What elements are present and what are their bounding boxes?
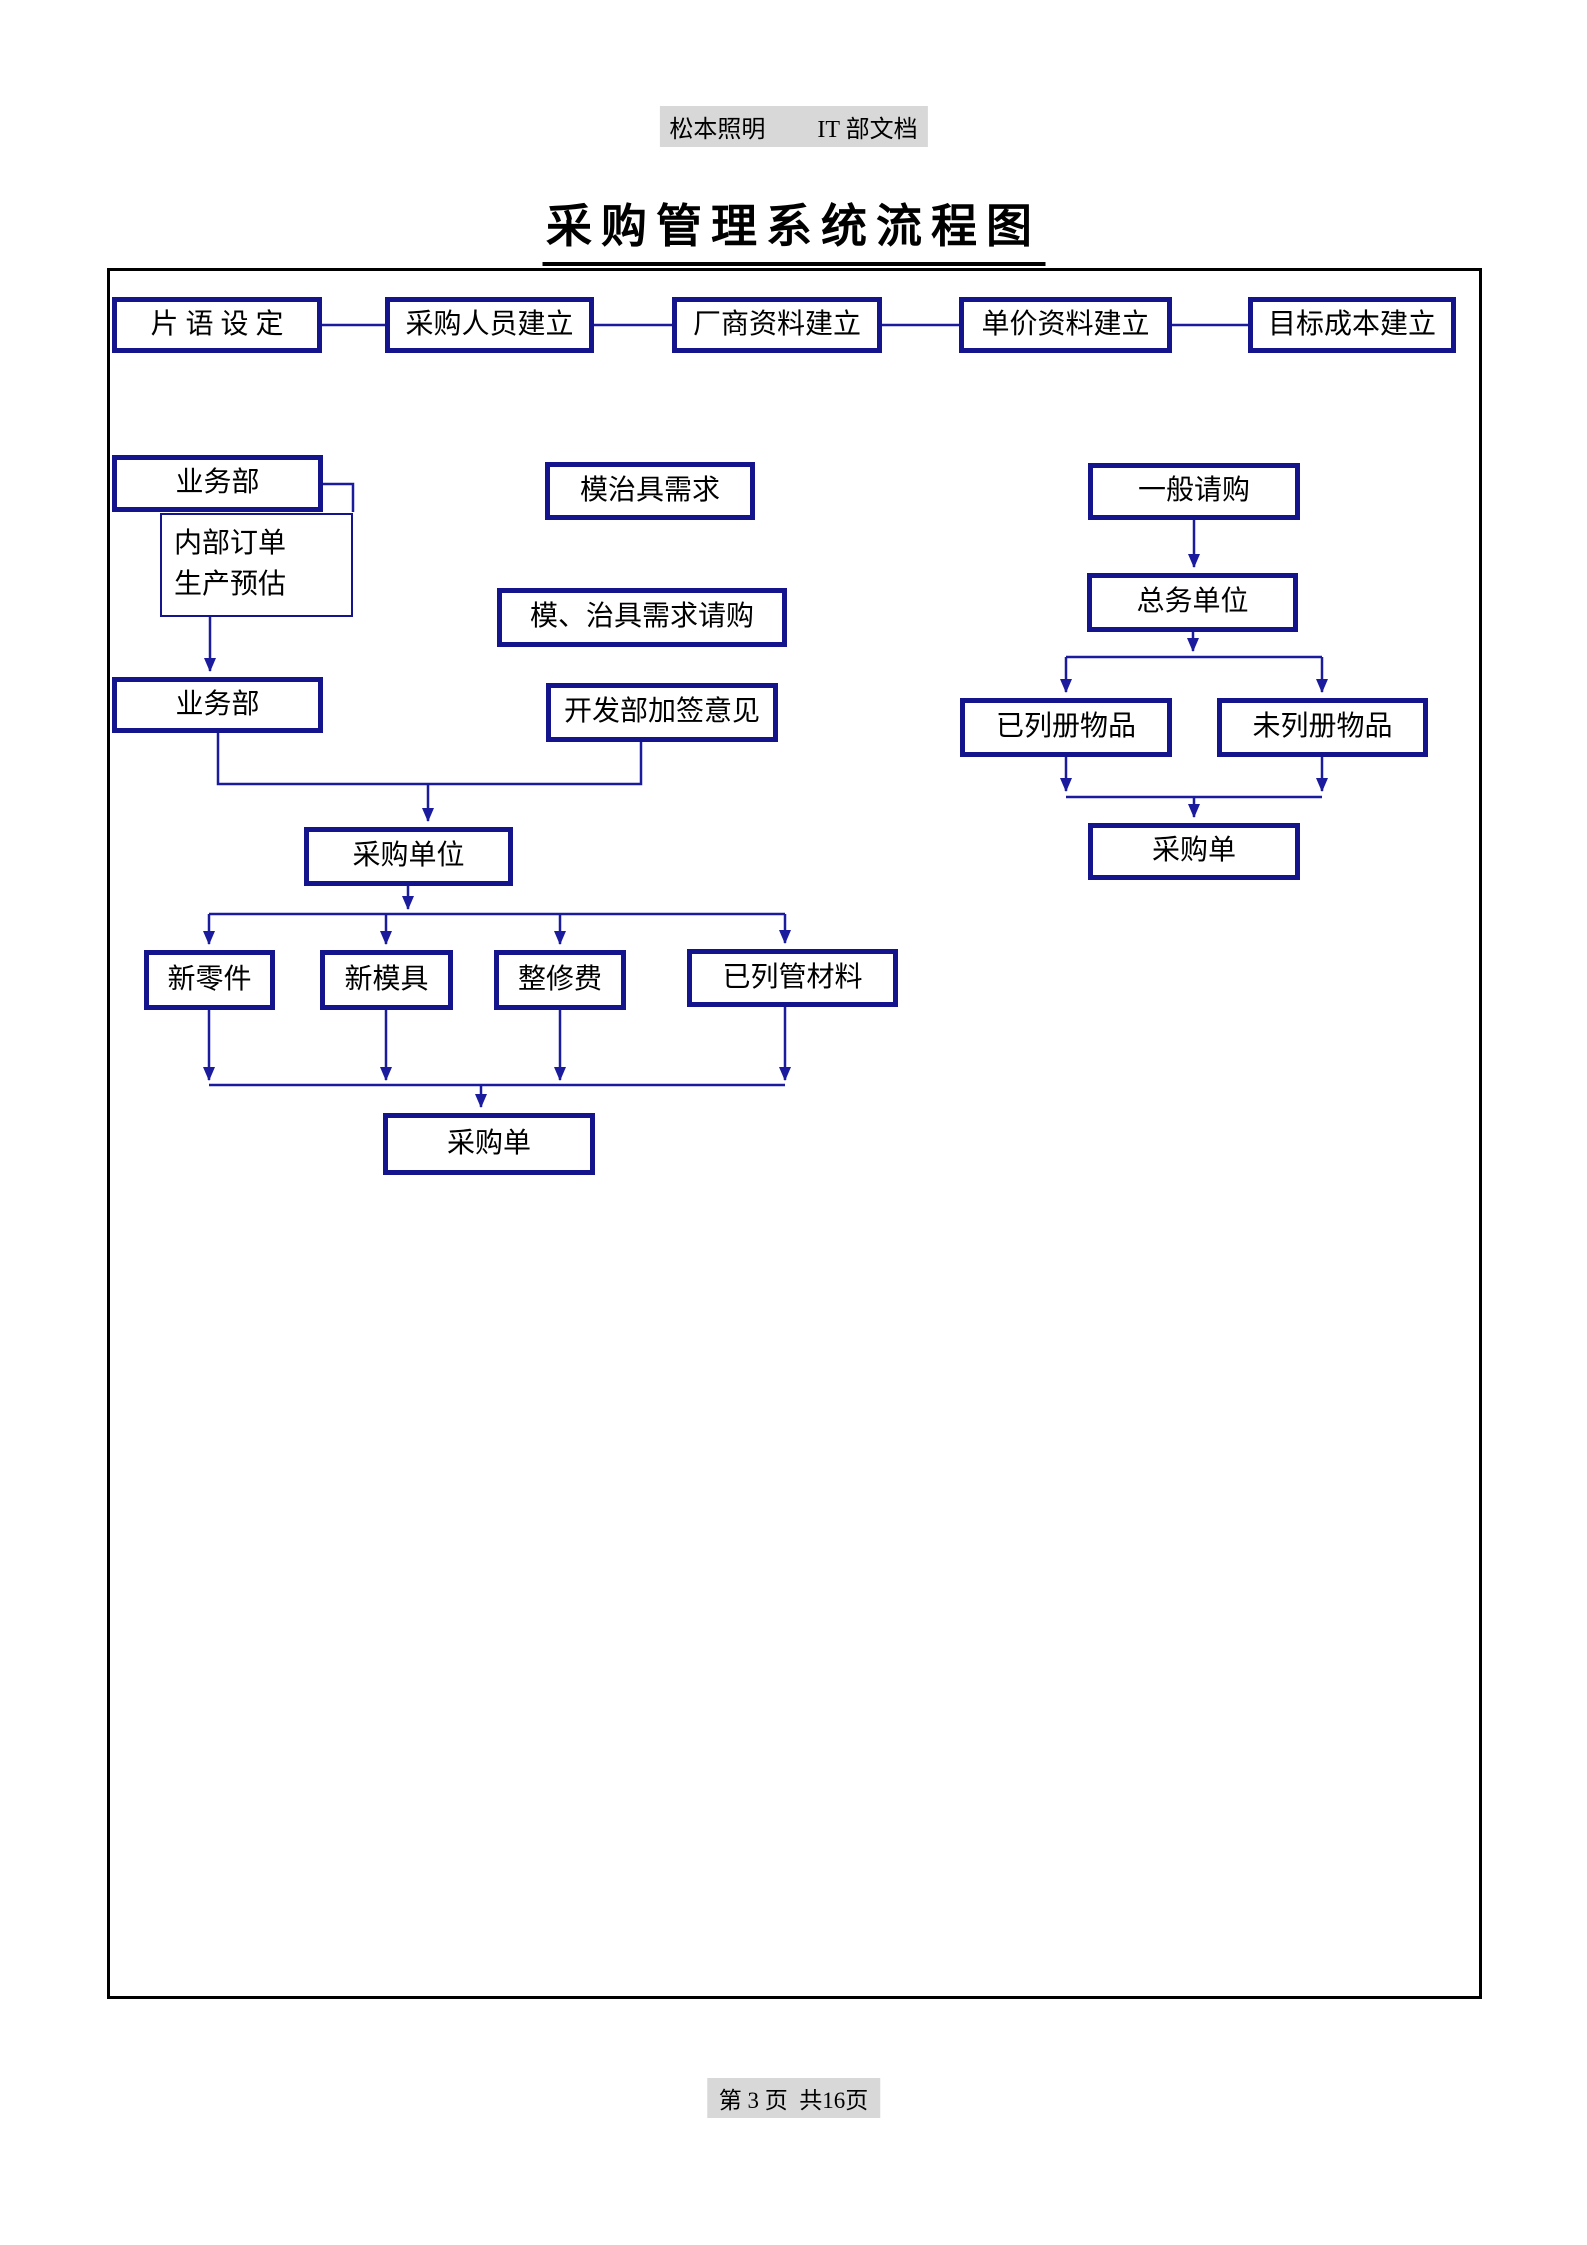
production-forecast-line: 生产预估 [174,569,287,601]
node-business-dept-top: 业务部 [112,455,323,512]
node-mold-request: 模、治具需求请购 [497,588,787,647]
page-header: 松本照明 IT 部文档 [659,106,928,147]
node-listed-items: 已列册物品 [960,698,1172,757]
node-repair-fee: 整修费 [494,950,626,1010]
node-phrase-setup: 片 语 设 定 [112,297,322,353]
node-purchase-unit: 采购单位 [304,827,513,886]
internal-order-line: 内部订单 [174,528,287,560]
node-purchaser-setup: 采购人员建立 [385,297,594,353]
header-company: 松本照明 [669,117,766,143]
node-general-affairs-unit: 总务单位 [1087,573,1298,632]
node-purchase-order-left: 采购单 [383,1113,595,1175]
node-unit-price-setup: 单价资料建立 [959,297,1172,353]
node-unlisted-items: 未列册物品 [1217,698,1428,757]
node-target-cost-setup: 目标成本建立 [1248,297,1456,353]
node-dev-signoff: 开发部加签意见 [546,683,778,742]
node-business-dept-bottom: 业务部 [112,677,323,733]
node-mold-demand: 模治具需求 [545,462,755,520]
page-title: 采购管理系统流程图 [542,190,1045,266]
node-new-part: 新零件 [144,950,275,1010]
page-footer: 第 3 页 共16页 [706,2078,881,2118]
node-new-mold: 新模具 [320,950,453,1010]
node-internal-order-note: 内部订单 生产预估 [160,513,353,617]
node-general-request: 一般请购 [1088,463,1300,520]
header-doc: IT 部文档 [817,117,918,143]
node-purchase-order-right: 采购单 [1088,823,1300,880]
node-vendor-setup: 厂商资料建立 [672,297,882,353]
node-listed-material: 已列管材料 [687,949,898,1007]
